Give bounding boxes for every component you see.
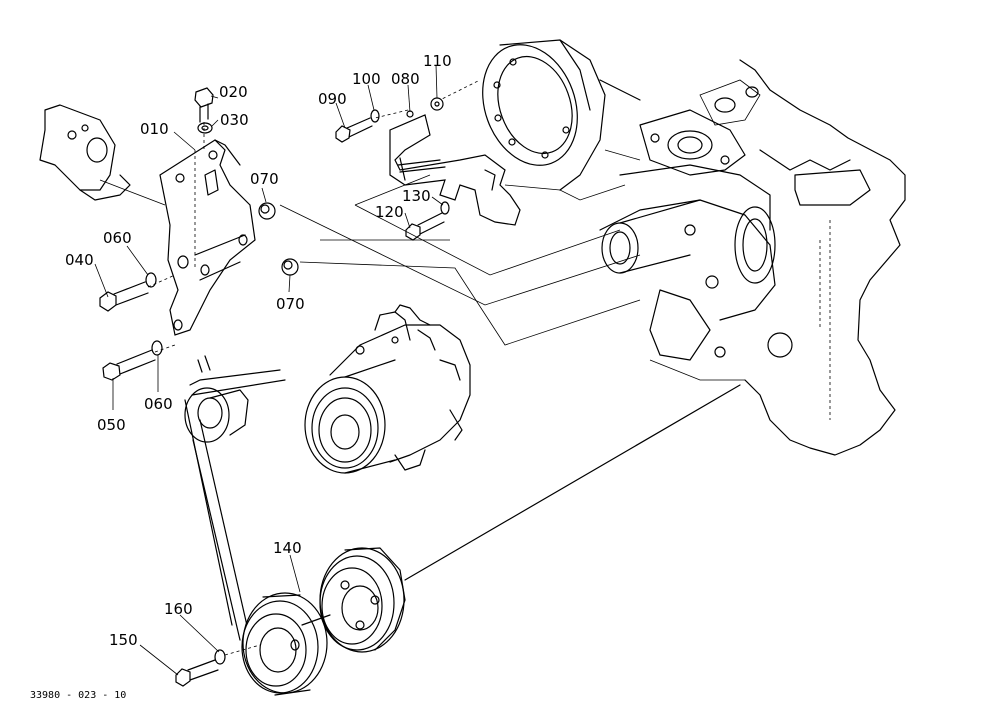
callout-070-b: 070 [276, 295, 305, 313]
washer-060-a [145, 272, 157, 288]
callout-010: 010 [140, 120, 169, 138]
bolt-090 [335, 117, 373, 143]
crank-pulley [241, 592, 328, 696]
guide-line [354, 174, 621, 276]
callout-140: 140 [273, 539, 302, 557]
engine-mount-fragment [39, 104, 166, 206]
callout-050: 050 [97, 416, 126, 434]
leader-lines [94, 64, 444, 676]
callout-080: 080 [391, 70, 420, 88]
callout-130: 130 [402, 187, 431, 205]
washer-160 [214, 644, 261, 665]
callout-100: 100 [352, 70, 381, 88]
callout-060-b: 060 [144, 395, 173, 413]
spacer-070-b [281, 258, 299, 276]
callout-040: 040 [65, 251, 94, 269]
callout-090: 090 [318, 90, 347, 108]
callout-110: 110 [423, 52, 452, 70]
washer-060-b [151, 340, 163, 356]
spacer-070-a [258, 202, 276, 220]
bolt-120 [405, 212, 445, 241]
washer-100 [370, 109, 380, 123]
ac-pulley [301, 384, 741, 653]
callout-120: 120 [375, 203, 404, 221]
housing-cover [482, 39, 641, 191]
drive-belt [184, 399, 249, 641]
ac-compressor [304, 304, 471, 474]
washer-030 [197, 122, 213, 134]
washer-130 [440, 201, 450, 215]
bolt-050 [102, 344, 176, 381]
nut-110 [430, 97, 444, 111]
callout-060-a: 060 [103, 229, 132, 247]
drawing-code: 33980 - 023 - 10 [30, 690, 126, 701]
guide-line [279, 204, 641, 306]
part-callouts: 020 030 010 070 060 040 070 050 060 090 … [30, 52, 452, 701]
callout-020: 020 [219, 83, 248, 101]
callout-150: 150 [109, 631, 138, 649]
bolt-040 [99, 274, 176, 312]
bracket-080 [374, 79, 521, 226]
callout-070-a: 070 [250, 170, 279, 188]
idler-pulley [184, 355, 286, 443]
callout-030: 030 [220, 111, 249, 129]
guide-line [299, 261, 641, 346]
guide-line [504, 184, 626, 201]
bolt-020 [194, 87, 214, 150]
compressor-bracket [159, 139, 256, 336]
bolt-150 [175, 659, 219, 687]
engine-block [599, 59, 906, 456]
callout-160: 160 [164, 600, 193, 618]
